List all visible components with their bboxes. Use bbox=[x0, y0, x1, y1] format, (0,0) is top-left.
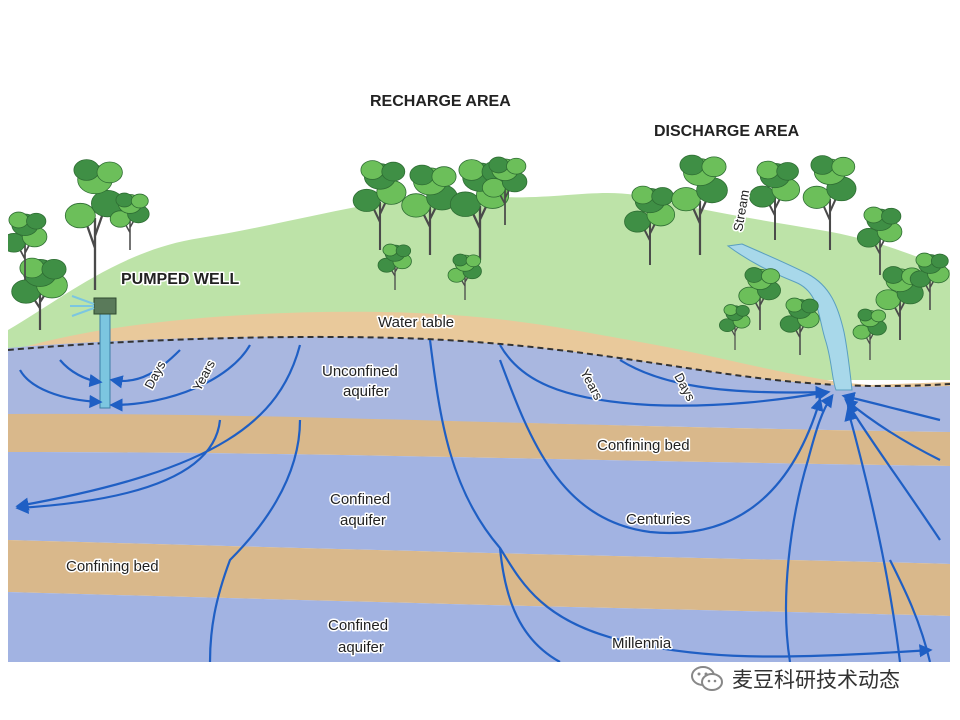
tree bbox=[738, 267, 781, 330]
flow-line-well-years bbox=[109, 344, 251, 412]
confined-aquifer-upper-label-2: aquifer bbox=[340, 512, 386, 529]
unconfined-aquifer-label-1: Unconfined bbox=[322, 363, 398, 380]
tree bbox=[377, 243, 412, 290]
tree bbox=[852, 308, 887, 360]
trees bbox=[8, 154, 950, 360]
tree bbox=[779, 297, 820, 355]
flow-line-to-stream-centuries bbox=[498, 359, 824, 535]
recharge-area-label: RECHARGE AREA bbox=[370, 93, 511, 110]
unconfined-aquifer-label-2: aquifer bbox=[343, 383, 389, 400]
flow-line-recharge-c bbox=[498, 547, 561, 662]
tree bbox=[719, 304, 751, 350]
tree bbox=[875, 266, 924, 340]
tree bbox=[352, 160, 407, 250]
watermark-text: 麦豆科研技术动态 bbox=[732, 668, 900, 692]
centuries-label: Centuries bbox=[626, 511, 690, 528]
millennia-label: Millennia bbox=[612, 635, 672, 652]
tree bbox=[11, 257, 68, 330]
tree bbox=[401, 164, 458, 255]
confined-aquifer-lower-label-2: aquifer bbox=[338, 639, 384, 656]
confining-bed-lower bbox=[8, 540, 950, 616]
tree bbox=[856, 206, 903, 275]
tree bbox=[671, 154, 728, 255]
tree bbox=[64, 159, 125, 290]
confining-bed-lower-label: Confining bed bbox=[66, 558, 159, 575]
confining-bed-upper bbox=[8, 413, 950, 466]
tree bbox=[749, 160, 801, 240]
tree bbox=[802, 155, 857, 250]
tree bbox=[109, 192, 150, 250]
tree bbox=[909, 252, 950, 310]
flow-line-recharge-b bbox=[428, 339, 933, 658]
flow-line-to-stream-days bbox=[619, 359, 829, 399]
well-spray bbox=[70, 295, 95, 317]
flow-line-to-well-deep bbox=[15, 344, 302, 511]
flow-line-well-left bbox=[59, 359, 103, 388]
pumped-well-casing bbox=[99, 309, 111, 409]
flow-line-recharge-a bbox=[208, 419, 302, 662]
flow-line-deep-left bbox=[15, 419, 222, 514]
flow-line-right-d bbox=[844, 407, 902, 662]
pumped-well-label: PUMPED WELL bbox=[121, 271, 239, 288]
flow-line-well-days bbox=[109, 349, 181, 389]
tree bbox=[624, 185, 676, 265]
discharge-area-label: DISCHARGE AREA bbox=[654, 123, 800, 140]
stream-channel bbox=[726, 243, 853, 391]
flow-lines bbox=[15, 339, 941, 662]
confined-aquifer-lower-label-1: Confined bbox=[328, 617, 388, 634]
tree bbox=[447, 253, 482, 300]
pumped-well-head bbox=[93, 297, 117, 315]
watermark: 麦豆科研技术动态 bbox=[690, 662, 900, 696]
confined-aquifer-upper-label-1: Confined bbox=[330, 491, 390, 508]
flow-line-right-e bbox=[889, 559, 932, 662]
confining-bed-upper-label: Confining bed bbox=[597, 437, 690, 454]
unconfined-aquifer bbox=[8, 336, 950, 432]
tree bbox=[481, 156, 528, 225]
wechat-icon bbox=[691, 666, 723, 691]
flow-line-right-a bbox=[841, 391, 941, 422]
flow-line-shallow-left bbox=[19, 369, 103, 409]
water-table-line bbox=[8, 335, 950, 388]
flow-line-to-stream-years bbox=[499, 344, 831, 407]
confined-aquifer-lower bbox=[8, 592, 950, 662]
confined-aquifer-upper bbox=[8, 452, 950, 564]
water-table-label: Water table bbox=[378, 314, 454, 331]
tree bbox=[8, 211, 48, 280]
flow-line-to-stream-millennia bbox=[784, 393, 834, 662]
